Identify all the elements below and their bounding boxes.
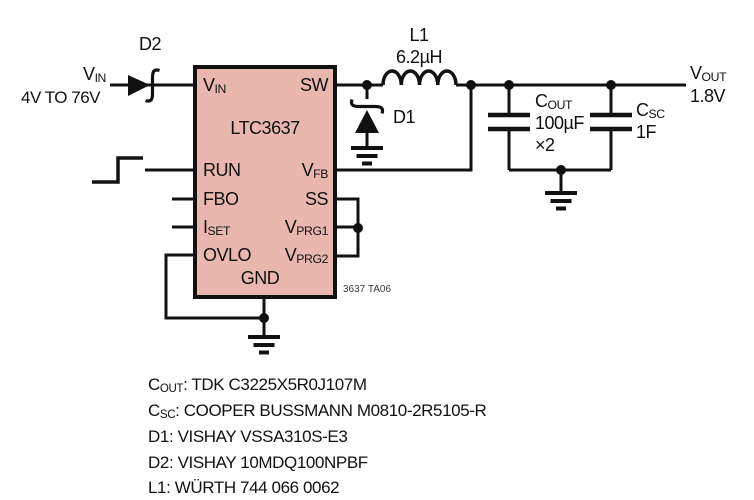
- pin-label-vprg2: VPRG2: [284, 245, 329, 266]
- pin-label-vprg1: VPRG1: [284, 217, 329, 238]
- diode-d2-icon: [128, 68, 161, 103]
- wire-ovlo-to-gnd: [164, 253, 264, 320]
- ic-ltc3637-body: [193, 65, 337, 299]
- junction-dots: [259, 80, 616, 323]
- cout-label: COUT: [535, 91, 573, 112]
- output-voltage-label: VOUT: [690, 63, 727, 84]
- pin-label-vfb: VFB: [301, 160, 329, 181]
- cout-value: 100µF: [535, 113, 584, 133]
- pin-label-ovlo: OVLO: [203, 245, 252, 265]
- pin-label-iset: ISET: [203, 217, 231, 238]
- run-step-signal-icon: [92, 156, 143, 184]
- l1-label: L1: [409, 25, 429, 45]
- capacitor-cout-icon: [488, 85, 530, 170]
- input-voltage-label: VIN: [83, 64, 106, 85]
- inductor-l1-icon: [381, 69, 458, 86]
- output-voltage-value: 1.8V: [690, 86, 726, 106]
- ground-icon: [248, 335, 280, 355]
- d2-label: D2: [138, 34, 162, 54]
- note-line-cout: COUT: TDK C3225X5R0J107M: [148, 375, 367, 395]
- ic-name: LTC3637: [230, 118, 300, 138]
- diode-d1-icon: [349, 85, 385, 148]
- pin-label-gnd: GND: [240, 268, 280, 288]
- figure-number: 3637 TA06: [343, 284, 392, 295]
- pin-label-vin: VIN: [203, 75, 226, 96]
- pin-label-run: RUN: [203, 160, 241, 180]
- l1-value: 6.2µH: [396, 47, 442, 67]
- ground-icon: [351, 146, 383, 166]
- cout-multiplier: ×2: [535, 135, 555, 155]
- input-voltage-range: 4V TO 76V: [21, 88, 100, 107]
- component-notes: COUT: TDK C3225X5R0J107M CSC: COOPER BUS…: [148, 374, 487, 500]
- capacitor-csc-icon: [590, 85, 632, 170]
- pin-label-sw: SW: [300, 75, 329, 95]
- note-line-csc: CSC: COOPER BUSSMANN M0810-2R5105-R: [148, 400, 487, 421]
- ground-icon: [545, 191, 577, 211]
- wire-feedback: [333, 85, 473, 172]
- pin-label-ss: SS: [304, 189, 329, 209]
- note-line-d1: D1: VISHAY VSSA310S-E3: [148, 426, 348, 446]
- csc-value: 1F: [636, 122, 657, 142]
- csc-label: CSC: [636, 100, 665, 121]
- note-line-l1: L1: WÜRTH 744 066 0062: [148, 478, 340, 498]
- d1-label: D1: [393, 107, 416, 127]
- note-line-d2: D2: VISHAY 10MDQ100NPBF: [148, 452, 368, 472]
- pin-label-fbo: FBO: [203, 189, 239, 209]
